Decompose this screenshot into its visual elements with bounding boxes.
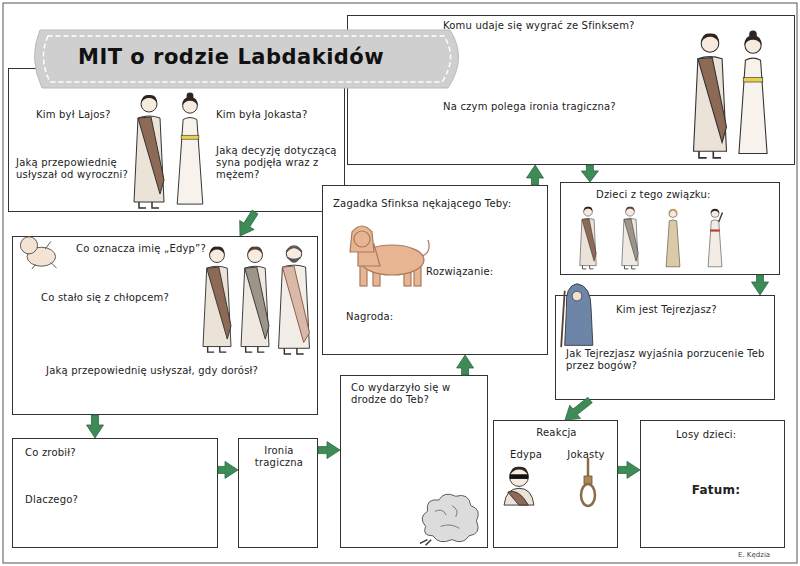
flow-arrow bbox=[318, 442, 340, 459]
question-box: Ironia tragiczna bbox=[238, 438, 318, 548]
question-box: Komu udaje się wygrać ze Sfinksem? Na czy… bbox=[347, 15, 795, 165]
question-text: Co zrobił? bbox=[25, 447, 175, 459]
flow-arrow bbox=[457, 355, 474, 375]
question-text: Co stało się z chłopcem? bbox=[41, 292, 201, 304]
reaction-box: ReakcjaEdypaJokasty bbox=[493, 420, 618, 548]
question-text: Jak Tejrezjasz wyjaśnia porzucenie Teb p… bbox=[566, 348, 766, 372]
flow-arrow bbox=[240, 210, 258, 236]
flow-arrow bbox=[218, 461, 238, 478]
question-text: Kim jest Tejrezjasz? bbox=[616, 304, 766, 316]
question-text: Dlaczego? bbox=[25, 494, 175, 506]
question-text: Kim był Lajos? bbox=[36, 109, 136, 121]
question-box: Co oznacza imię „Edyp”? Co stało się z ch… bbox=[12, 236, 318, 415]
question-text: Edypa bbox=[497, 449, 555, 461]
flow-arrow bbox=[87, 415, 104, 438]
flow-arrow bbox=[618, 461, 640, 478]
question-text: Reakcja bbox=[494, 427, 619, 439]
question-text: Fatum: bbox=[681, 483, 751, 497]
question-text: Jaką decyzję dotyczącą syna podjęła wraz… bbox=[216, 145, 343, 181]
flow-arrow bbox=[565, 397, 592, 420]
author-signature: E. Kędzia bbox=[738, 551, 770, 559]
question-text: Losy dzieci: bbox=[676, 429, 776, 441]
flow-arrow bbox=[581, 165, 598, 182]
sphinx-box: Zagadka Sfinksa nękającego Teby: Rozwiąza… bbox=[322, 185, 548, 355]
question-text: Co oznacza imię „Edyp”? bbox=[76, 243, 206, 255]
question-text: Ironia tragiczna bbox=[243, 445, 315, 469]
question-text: Nagroda: bbox=[346, 311, 456, 323]
children-box: Dzieci z tego związku: bbox=[560, 182, 780, 275]
question-text: Na czym polega ironia tragiczna? bbox=[443, 101, 683, 113]
question-box: Co zrobił? Dlaczego? bbox=[12, 438, 218, 548]
question-text: Kim była Jokasta? bbox=[216, 109, 341, 121]
question-text: Zagadka Sfinksa nękającego Teby: bbox=[333, 198, 543, 210]
question-text: Co wydarzyło się w drodze do Teb? bbox=[351, 382, 481, 406]
question-text: Jokasty bbox=[557, 449, 615, 461]
question-box: Kim był Lajos? Jaką przepowiednię usłysza… bbox=[8, 68, 345, 212]
question-text: Dzieci z tego związku: bbox=[596, 189, 771, 201]
question-box: Kim jest Tejrezjasz? Jak Tejrezjasz wyjaś… bbox=[555, 295, 775, 400]
flow-arrow bbox=[752, 275, 769, 295]
question-text: Rozwiązanie: bbox=[426, 266, 536, 278]
flow-arrow bbox=[527, 165, 544, 185]
fate-box: Losy dzieci: Fatum: bbox=[640, 420, 785, 548]
question-text: Jaką przepowiednię usłyszał, gdy dorósł? bbox=[46, 365, 286, 377]
outer-frame bbox=[3, 3, 797, 563]
title-text: MIT o rodzie Labdakidów bbox=[78, 45, 384, 69]
question-text: Jaką przepowiednię usłyszał od wyroczni? bbox=[16, 157, 134, 181]
question-box: Co wydarzyło się w drodze do Teb? bbox=[340, 375, 488, 548]
question-text: Komu udaje się wygrać ze Sfinksem? bbox=[443, 20, 683, 32]
